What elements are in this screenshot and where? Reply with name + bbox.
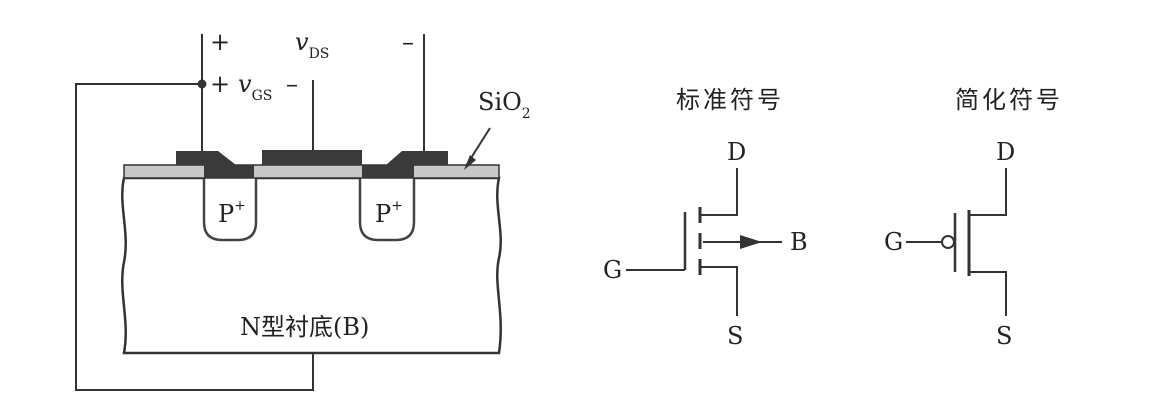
simp-source-lead	[969, 271, 1007, 316]
std-source-label: S	[727, 322, 743, 350]
vds-label: vDS	[295, 28, 329, 62]
sio2-layer	[123, 164, 500, 179]
std-body-label: B	[790, 228, 808, 256]
source-metal	[176, 151, 254, 178]
p-plus-well-right	[358, 178, 416, 242]
body-loop-wire	[75, 83, 314, 391]
std-source-lead	[700, 266, 738, 316]
vgs-label: vGS	[238, 70, 272, 104]
p-plus-well-left	[202, 178, 258, 242]
std-gate-label: G	[603, 256, 622, 284]
sio2-pointer-arrowhead	[464, 155, 476, 170]
vgs-minus-sign: –	[286, 70, 298, 98]
vds-plus-sign: +	[210, 28, 230, 56]
std-drain-label: D	[727, 138, 746, 166]
vds-minus-sign: –	[402, 28, 414, 56]
simp-gate-label: G	[884, 228, 903, 256]
standard-symbol: 标准符号 D G B S	[603, 86, 808, 350]
std-drain-lead	[700, 168, 738, 216]
std-body-arrow-icon	[740, 235, 762, 249]
simp-gate-bubble-icon	[941, 235, 955, 249]
p-plus-label-right: P+	[375, 198, 403, 228]
simp-source-label: S	[996, 322, 1012, 350]
simplified-symbol: 简化符号 D G S	[884, 86, 1063, 350]
vgs-plus-sign: +	[210, 70, 230, 98]
junction-dot	[197, 79, 207, 89]
simplified-symbol-title: 简化符号	[955, 86, 1063, 114]
simp-drain-lead	[969, 168, 1007, 216]
standard-symbol-title: 标准符号	[676, 86, 784, 114]
substrate-label: N型衬底(B)	[240, 313, 369, 341]
device-cross-section: + vDS – + vGS – SiO2 P+ P+ N型衬底(B)	[75, 28, 531, 391]
sio2-label: SiO2	[478, 88, 531, 122]
simp-drain-label: D	[996, 138, 1015, 166]
drain-metal	[362, 151, 448, 178]
gate-metal	[262, 150, 362, 165]
p-plus-label-left: P+	[218, 198, 246, 228]
